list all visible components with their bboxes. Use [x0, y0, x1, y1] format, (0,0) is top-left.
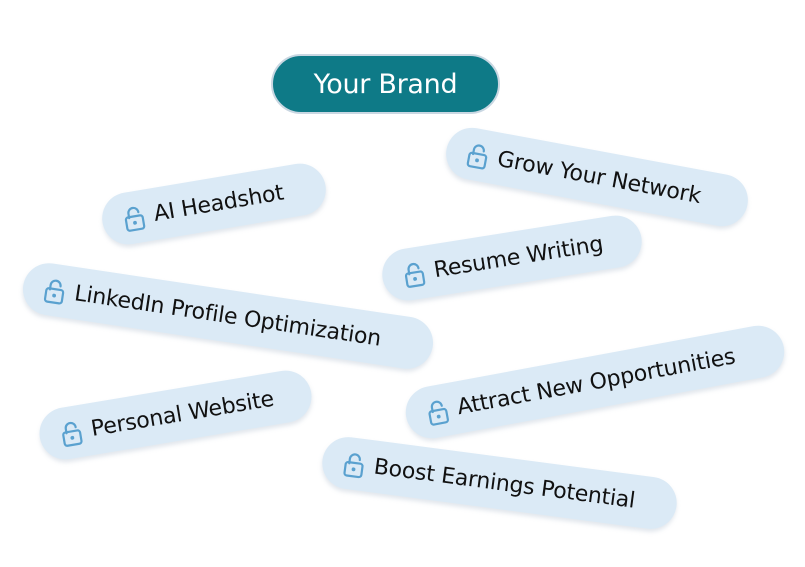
your-brand-label: Your Brand — [313, 68, 458, 100]
pill-label: Boost Earnings Potential — [372, 454, 637, 514]
pill-label: Attract New Opportunities — [455, 343, 738, 420]
pill-boost-earnings-potential: Boost Earnings Potential — [319, 433, 680, 533]
lock-icon — [343, 453, 364, 479]
lock-icon — [43, 279, 65, 305]
lock-icon — [404, 262, 426, 288]
your-brand-badge: Your Brand — [271, 54, 500, 114]
pill-label: Grow Your Network — [495, 146, 703, 209]
pill-label: AI Headshot — [151, 180, 286, 227]
pill-resume-writing: Resume Writing — [378, 211, 646, 305]
pill-label: Personal Website — [89, 386, 276, 442]
pill-linkedin-profile-optimization: LinkedIn Profile Optimization — [19, 259, 437, 373]
lock-icon — [62, 421, 83, 447]
lock-icon — [466, 144, 488, 170]
pill-personal-website: Personal Website — [35, 366, 316, 464]
pill-label: Resume Writing — [432, 231, 605, 283]
lock-icon — [428, 400, 450, 426]
pill-attract-new-opportunities: Attract New Opportunities — [401, 321, 789, 443]
pill-grow-your-network: Grow Your Network — [441, 123, 753, 231]
pill-label: LinkedIn Profile Optimization — [72, 280, 383, 352]
pill-ai-headshot: AI Headshot — [98, 159, 330, 249]
lock-icon — [124, 206, 146, 232]
